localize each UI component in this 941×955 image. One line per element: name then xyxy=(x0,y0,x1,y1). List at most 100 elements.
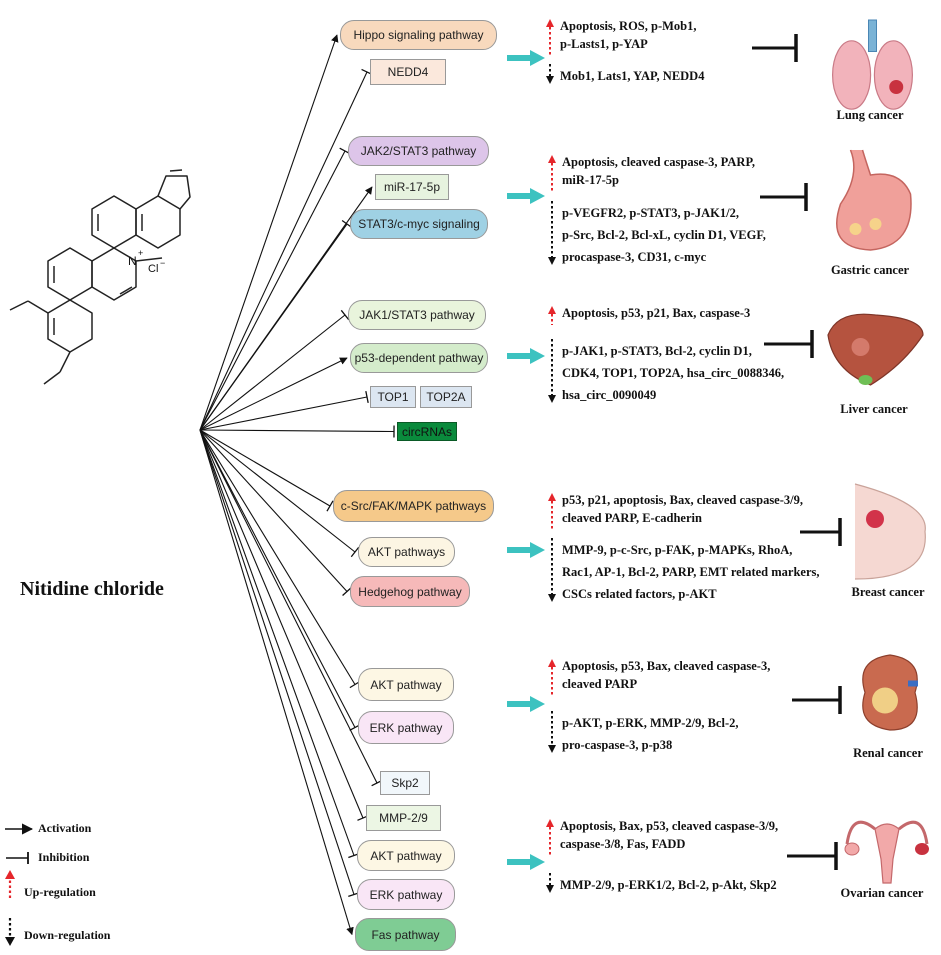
kidney-icon xyxy=(862,654,918,731)
renal-cancer-upregulated-line: cleaved PARP xyxy=(562,677,638,691)
legend-down-label: Down-regulation xyxy=(24,928,111,942)
right-tube-shape xyxy=(898,820,929,845)
gastric-cancer-target-stat3-c-myc-signaling: STAT3/c-myc signaling xyxy=(350,209,488,239)
ovarian-cancer-target-mmp-2-9: MMP-2/9 xyxy=(366,805,441,831)
gastric-cancer-up-arrowhead-icon xyxy=(548,155,556,163)
lung-cancer-up-arrowhead-icon xyxy=(546,19,554,27)
organ-inhibition-bars xyxy=(752,34,842,870)
renal-cancer-teal-arrow-icon xyxy=(507,696,545,712)
regulation-arrows xyxy=(546,19,556,893)
liver-cancer-target-jak1-stat3-pathway: JAK1/STAT3 pathway xyxy=(348,300,486,330)
teal-arrows xyxy=(507,50,545,870)
ovarian-cancer-inhibition-line-akt-pathway xyxy=(199,429,355,856)
renal-cancer-downregulated-line: pro-caspase-3, p-p38 xyxy=(562,738,673,752)
connector-lines xyxy=(199,34,395,936)
ovarian-cancer-target-akt-pathway: AKT pathway xyxy=(357,840,455,871)
n-charge-label: + xyxy=(138,248,143,258)
gastric-cancer-label: Gastric cancer xyxy=(830,263,910,277)
lung-cancer-down-arrowhead-icon xyxy=(546,76,554,84)
breast-cancer-downregulated-line: MMP-9, p-c-Src, p-FAK, p-MAPKs, RhoA, xyxy=(562,543,793,557)
liver-cancer-target-p53-dependent-pathway: p53-dependent pathway xyxy=(350,343,488,373)
lung-cancer-downregulated-line: Mob1, Lats1, YAP, NEDD4 xyxy=(560,69,705,83)
vessel-shape xyxy=(908,680,918,687)
renal-cancer-label: Renal cancer xyxy=(853,746,923,760)
ovarian-cancer-inhibition-line-mmp-2-9 xyxy=(199,429,364,819)
ovarian-cancer-label: Ovarian cancer xyxy=(840,886,924,900)
breast-cancer-inhibition-line-c-src-fak-mapk-pathways xyxy=(199,429,331,507)
breast-cancer-teal-arrow-icon xyxy=(507,542,545,558)
renal-cancer-inhibition-line-akt-pathway xyxy=(199,429,356,685)
liver-cancer-down-arrowhead-icon xyxy=(548,395,556,403)
tumor-shape xyxy=(851,338,870,356)
legend-inhibition-label: Inhibition xyxy=(38,850,90,864)
gastric-cancer-down-arrowhead-icon xyxy=(548,257,556,265)
organ-illustrations xyxy=(827,19,929,884)
breast-cancer-inhibition-bar-akt-pathways xyxy=(350,546,360,558)
tumor-shape xyxy=(869,218,882,230)
gastric-cancer-inhibition-line-jak2-stat3-pathway xyxy=(199,150,346,431)
renal-cancer-downregulated-line: p-AKT, p-ERK, MMP-2/9, Bcl-2, xyxy=(562,716,739,730)
ovarian-cancer-inhibition-line-skp2 xyxy=(199,429,378,784)
gastric-cancer-upregulated-line: Apoptosis, cleaved caspase-3, PARP, xyxy=(562,155,756,169)
breast-cancer-downregulated-line: CSCs related factors, p-AKT xyxy=(562,587,717,601)
ovarian-cancer-target-skp2: Skp2 xyxy=(380,771,430,795)
stomach-shape xyxy=(836,149,912,251)
liver-cancer-activation-line-p53-dependent-pathway xyxy=(199,357,348,431)
lung-cancer-target-nedd4: NEDD4 xyxy=(370,59,446,85)
breast-cancer-inhibition-line-hedgehog-pathway xyxy=(199,429,348,592)
lung-cancer-teal-arrow-icon xyxy=(507,50,545,66)
cl-atom-label: Cl xyxy=(148,263,158,275)
legend-up-label: Up-regulation xyxy=(24,885,96,899)
breast-cancer-up-arrowhead-icon xyxy=(548,493,556,501)
breast-cancer-target-akt-pathways: AKT pathways xyxy=(358,537,455,567)
liver-cancer-inhibition-line-top1 xyxy=(199,396,368,431)
renal-cancer-up-arrowhead-icon xyxy=(548,659,556,667)
renal-cancer-upregulated-line: Apoptosis, p53, Bax, cleaved caspase-3, xyxy=(562,659,771,673)
gastric-cancer-downregulated-line: p-Src, Bcl-2, Bcl-xL, cyclin D1, VEGF, xyxy=(562,228,766,242)
liver-cancer-target-circrnas: circRNAs xyxy=(397,422,457,441)
renal-cancer-target-akt-pathway: AKT pathway xyxy=(358,668,454,701)
renal-cancer-target-erk-pathway: ERK pathway xyxy=(358,711,454,744)
liver-cancer-inhibition-line-circrnas xyxy=(199,429,395,433)
renal-cancer-down-arrowhead-icon xyxy=(548,745,556,753)
liver-cancer-inhibition-bar-top1 xyxy=(365,390,369,404)
breast-cancer-down-arrowhead-icon xyxy=(548,594,556,602)
breast-cancer-inhibition-bar-hedgehog-pathway xyxy=(342,586,352,597)
liver-cancer-downregulated-line: p-JAK1, p-STAT3, Bcl-2, cyclin D1, xyxy=(562,344,752,358)
liver-cancer-teal-arrow-icon xyxy=(507,348,545,364)
breast-cancer-target-hedgehog-pathway: Hedgehog pathway xyxy=(350,576,470,607)
gallbladder-shape xyxy=(858,375,873,385)
right-lung-shape xyxy=(873,40,914,110)
liver-icon xyxy=(827,313,924,386)
tumor-shape xyxy=(849,223,862,235)
stomach-icon xyxy=(836,149,912,251)
liver-cancer-inhibition-line-jak1-stat3-pathway xyxy=(199,314,346,431)
breast-cancer-label: Breast cancer xyxy=(851,585,925,599)
ovarian-cancer-downregulated-line: MMP-2/9, p-ERK1/2, Bcl-2, p-Akt, Skp2 xyxy=(560,878,777,892)
lung-cancer-label: Lung cancer xyxy=(836,108,904,122)
liver-shape xyxy=(827,313,924,386)
uterus-ovary-icon xyxy=(844,820,929,884)
gastric-cancer-target-jak2-stat3-pathway: JAK2/STAT3 pathway xyxy=(348,136,489,166)
breast-cancer-downregulated-line: Rac1, AP-1, Bcl-2, PARP, EMT related mar… xyxy=(562,565,820,579)
left-ovary-shape xyxy=(844,842,860,856)
breast-cancer-upregulated-line: p53, p21, apoptosis, Bax, cleaved caspas… xyxy=(562,493,803,507)
gastric-cancer-upregulated-line: miR-17-5p xyxy=(562,173,619,187)
ovarian-cancer-upregulated-line: Apoptosis, Bax, p53, cleaved caspase-3/9… xyxy=(560,819,779,833)
ovarian-cancer-up-arrowhead-icon xyxy=(546,819,554,827)
nitidine-structure-icon xyxy=(9,169,191,385)
lung-cancer-activation-line-hippo-signaling-pathway xyxy=(199,34,339,431)
breast-icon xyxy=(854,483,926,580)
ovarian-cancer-target-erk-pathway: ERK pathway xyxy=(357,879,455,910)
breast-cancer-inhibition-line-akt-pathways xyxy=(199,429,356,553)
liver-cancer-upregulated-line: Apoptosis, p53, p21, Bax, caspase-3 xyxy=(562,306,751,320)
left-lung-shape xyxy=(831,40,872,110)
tumor-shape xyxy=(889,80,904,94)
breast-cancer-target-c-src-fak-mapk-pathways: c-Src/FAK/MAPK pathways xyxy=(333,490,494,522)
ovarian-cancer-target-fas-pathway: Fas pathway xyxy=(355,918,456,951)
breast-cancer-upregulated-line: cleaved PARP, E-cadherin xyxy=(562,511,702,525)
lung-cancer-upregulated-line: p-Lasts1, p-YAP xyxy=(560,37,648,51)
gastric-cancer-downregulated-line: procaspase-3, CD31, c-myc xyxy=(562,250,707,264)
legend-up-arrowhead-icon xyxy=(5,870,15,879)
